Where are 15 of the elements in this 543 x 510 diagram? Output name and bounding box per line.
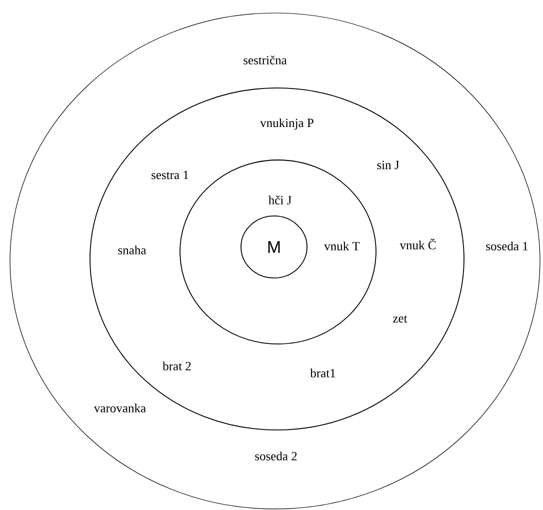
ring-label: sestra 1	[152, 170, 188, 180]
ring-label: vnukinja P	[260, 118, 314, 130]
ring-label: vnuk T	[324, 242, 360, 250]
ring-label: hči J	[268, 196, 292, 204]
ring-label: brat 2	[162, 362, 191, 370]
ring-label: brat1	[310, 368, 336, 378]
ring-label: sin J	[377, 160, 400, 170]
ring-label: M	[268, 241, 280, 253]
ring-label: zet	[393, 315, 408, 323]
ring-label: sestrična	[244, 56, 287, 64]
ring-label: vnuk Č	[400, 238, 436, 250]
ring-label: soseda 2	[255, 452, 297, 460]
ring-label: snaha	[118, 246, 146, 254]
ring-label: varovanka	[94, 404, 146, 412]
ring-label: soseda 1	[486, 242, 528, 250]
